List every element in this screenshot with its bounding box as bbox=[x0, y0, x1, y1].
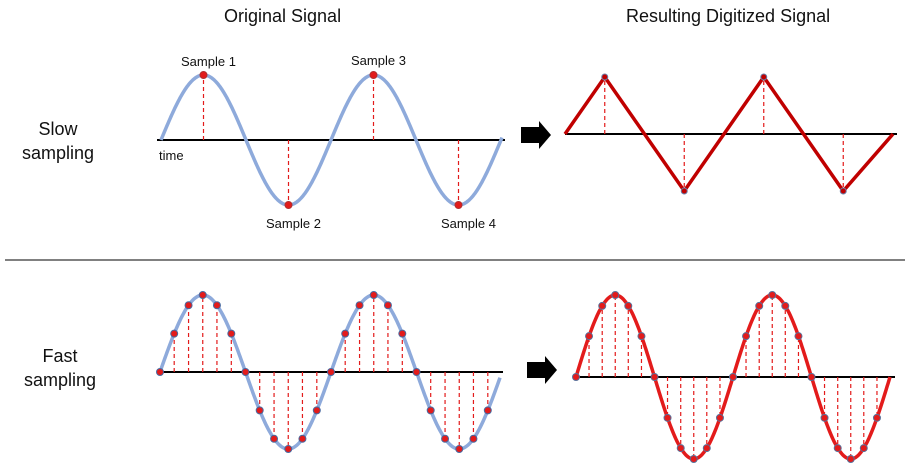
sample-dot bbox=[702, 444, 711, 453]
sample-dot bbox=[680, 187, 688, 195]
sample-dot bbox=[412, 368, 421, 376]
sample-dot bbox=[369, 71, 378, 79]
sample-dot bbox=[454, 201, 463, 209]
sample-dot bbox=[601, 73, 609, 81]
sample-dot bbox=[298, 434, 307, 443]
sample-dot bbox=[794, 332, 803, 341]
sample-dot bbox=[611, 291, 620, 299]
sample-dot bbox=[807, 373, 816, 381]
arrow-right-icon bbox=[521, 121, 551, 149]
sample-dot bbox=[872, 413, 881, 422]
sample-dot bbox=[729, 373, 737, 381]
original-sine-wave bbox=[159, 73, 504, 207]
sample-dot bbox=[650, 373, 659, 381]
sample-dot bbox=[742, 332, 751, 341]
slow-digitized-plot bbox=[563, 73, 897, 195]
title-digitized-signal: Resulting Digitized Signal bbox=[626, 6, 831, 26]
sample-dot bbox=[833, 444, 842, 453]
sample-dot bbox=[781, 301, 790, 310]
sample-dot bbox=[689, 455, 698, 463]
sample-dot bbox=[212, 301, 221, 310]
sample-dot bbox=[637, 332, 646, 341]
sample-dot bbox=[441, 434, 450, 443]
sample-dot bbox=[455, 445, 464, 453]
row-label-slow-sampling: Slow sampling bbox=[0, 117, 118, 165]
row-label-fast-line1: Fast bbox=[42, 346, 78, 366]
fast-original-plot bbox=[156, 291, 503, 453]
sample-dot bbox=[156, 368, 164, 376]
sample-dot bbox=[199, 71, 208, 79]
digitized-triangle-wave bbox=[563, 73, 895, 195]
sample-label-2: Sample 2 bbox=[266, 216, 321, 231]
sample-dot bbox=[483, 406, 492, 415]
sample-dot bbox=[755, 301, 764, 310]
sample-dot bbox=[624, 301, 633, 310]
sample-dot bbox=[198, 291, 207, 299]
sample-dot bbox=[241, 368, 250, 376]
sample-dot bbox=[598, 301, 607, 310]
slow-original-plot bbox=[157, 71, 505, 209]
sample-dot bbox=[398, 329, 407, 338]
sample-dot bbox=[184, 301, 193, 310]
sample-dot bbox=[768, 291, 777, 299]
sample-label-3: Sample 3 bbox=[351, 53, 406, 68]
sample-dot bbox=[676, 444, 685, 453]
sample-dot bbox=[383, 301, 392, 310]
sample-dot bbox=[341, 329, 350, 338]
sample-dot bbox=[469, 434, 478, 443]
sample-dot bbox=[170, 329, 179, 338]
sample-dot bbox=[284, 201, 293, 209]
sample-label-1: Sample 1 bbox=[181, 54, 236, 69]
sample-dot bbox=[327, 368, 335, 376]
sample-dot bbox=[369, 291, 378, 299]
sample-dot bbox=[715, 413, 724, 422]
fast-digitized-plot bbox=[572, 291, 895, 463]
row-label-slow-line2: sampling bbox=[21, 143, 95, 163]
sample-dot bbox=[284, 445, 293, 453]
row-label-slow-line1: Slow bbox=[38, 119, 78, 139]
sample-label-4: Sample 4 bbox=[441, 216, 496, 231]
sample-dot bbox=[426, 406, 435, 415]
sample-dot bbox=[760, 73, 768, 81]
arrow-right-icon bbox=[527, 356, 557, 384]
axis-label-time: time bbox=[159, 148, 184, 163]
sample-dot bbox=[663, 413, 672, 422]
sample-dot bbox=[255, 406, 264, 415]
sample-dot bbox=[839, 187, 847, 195]
row-label-fast-sampling: Fast sampling bbox=[0, 344, 120, 392]
sample-dot bbox=[585, 332, 594, 341]
sample-dot bbox=[859, 444, 868, 453]
sample-dot bbox=[355, 301, 364, 310]
row-label-fast-line2: sampling bbox=[23, 370, 97, 390]
title-original-signal: Original Signal bbox=[224, 6, 342, 26]
sample-dot bbox=[227, 329, 236, 338]
sample-dot bbox=[270, 434, 279, 443]
sample-dot bbox=[820, 413, 829, 422]
sample-dot bbox=[846, 455, 855, 463]
sample-dot bbox=[572, 373, 580, 381]
sample-dot bbox=[312, 406, 321, 415]
